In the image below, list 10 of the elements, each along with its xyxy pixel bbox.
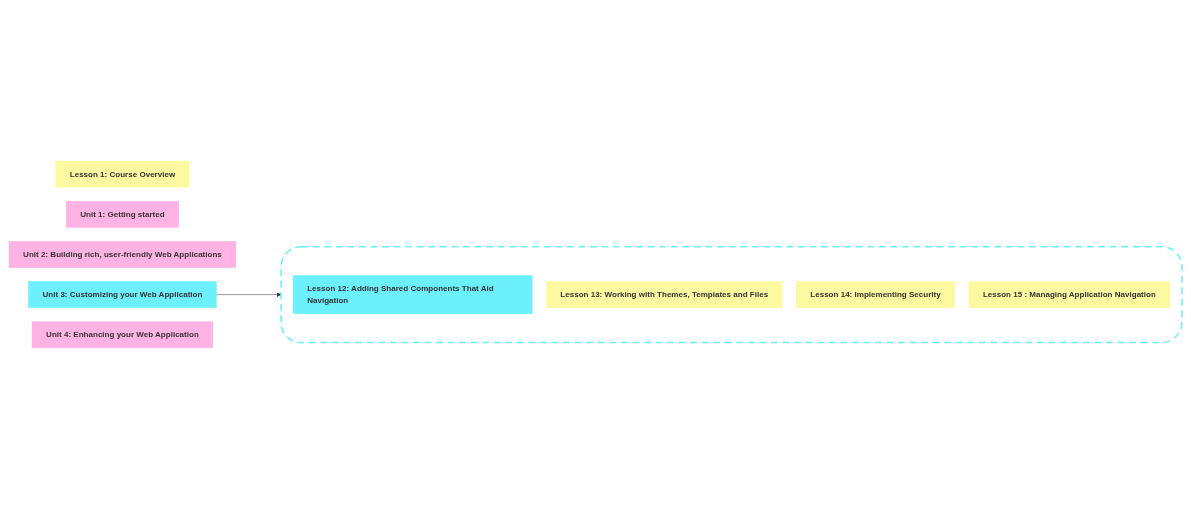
node-box: Lesson 13: Working with Themes, Templates and Files [546, 280, 783, 308]
node-box: Unit 1: Getting started [65, 200, 179, 228]
node-box: Lesson 1: Course Overview [55, 160, 190, 187]
node-box: Unit 4: Enhancing your Web Application [31, 321, 214, 348]
node-box: Unit 2: Building rich, user-friendly Web Applications [8, 240, 237, 268]
node-box: Unit 3: Customizing your Web Application [28, 280, 217, 308]
node-box: Lesson 15 : Managing Application Navigation [968, 280, 1171, 308]
node-box: Lesson 14: Implementing Security [796, 280, 955, 308]
cluster [280, 245, 1183, 343]
node-box: Lesson 12: Adding Shared Components That Aid Navigation [292, 274, 533, 314]
